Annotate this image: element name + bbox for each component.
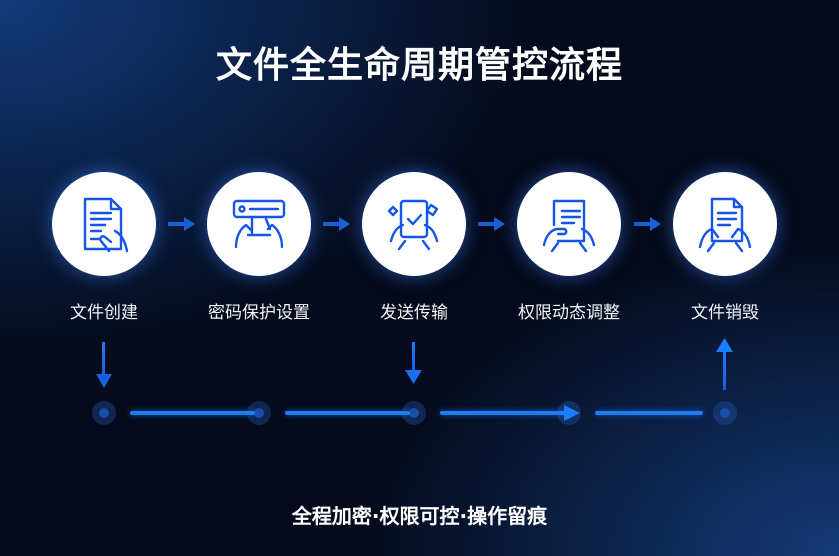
connector-down [102, 342, 105, 376]
connector-down [412, 342, 415, 372]
document-hands-icon [698, 197, 752, 253]
timeline-segment [595, 411, 703, 415]
step-send-transfer: 发送传输 [344, 172, 484, 323]
timeline-segment [130, 411, 255, 415]
tagline: 全程加密·权限可控·操作留痕 [291, 504, 548, 528]
step-label: 密码保护设置 [208, 303, 310, 323]
step-circle [673, 172, 777, 276]
step-permission-adjustment: 权限动态调整 [499, 172, 639, 323]
step-label: 文件销毁 [691, 303, 759, 323]
step-label: 文件创建 [70, 303, 138, 323]
password-input-icon [232, 199, 286, 249]
arrow-right-icon [478, 217, 505, 231]
arrow-right-icon [323, 217, 350, 231]
step-circle [517, 172, 621, 276]
timeline-segment [285, 411, 410, 415]
connector-up [723, 350, 726, 390]
document-hand-icon [83, 197, 129, 253]
arrow-down-icon [405, 370, 422, 384]
step-label: 发送传输 [380, 303, 448, 323]
arrow-up-icon [716, 338, 733, 352]
step-circle [207, 172, 311, 276]
step-password-protection: 密码保护设置 [189, 172, 329, 323]
timeline-segment [440, 411, 566, 415]
arrow-right-icon [564, 405, 580, 421]
step-file-destruction: 文件销毁 [655, 172, 795, 323]
step-file-creation: 文件创建 [34, 172, 174, 323]
page-title: 文件全生命周期管控流程 [215, 45, 623, 86]
step-label: 权限动态调整 [518, 303, 620, 323]
arrow-right-icon [168, 217, 195, 231]
timeline-node [92, 401, 116, 425]
timeline-node [713, 401, 737, 425]
arrow-right-icon [634, 217, 661, 231]
tablet-check-icon [387, 199, 439, 251]
step-circle [52, 172, 156, 276]
tablet-document-icon [542, 199, 596, 253]
step-circle [362, 172, 466, 276]
arrow-down-icon [96, 374, 112, 388]
